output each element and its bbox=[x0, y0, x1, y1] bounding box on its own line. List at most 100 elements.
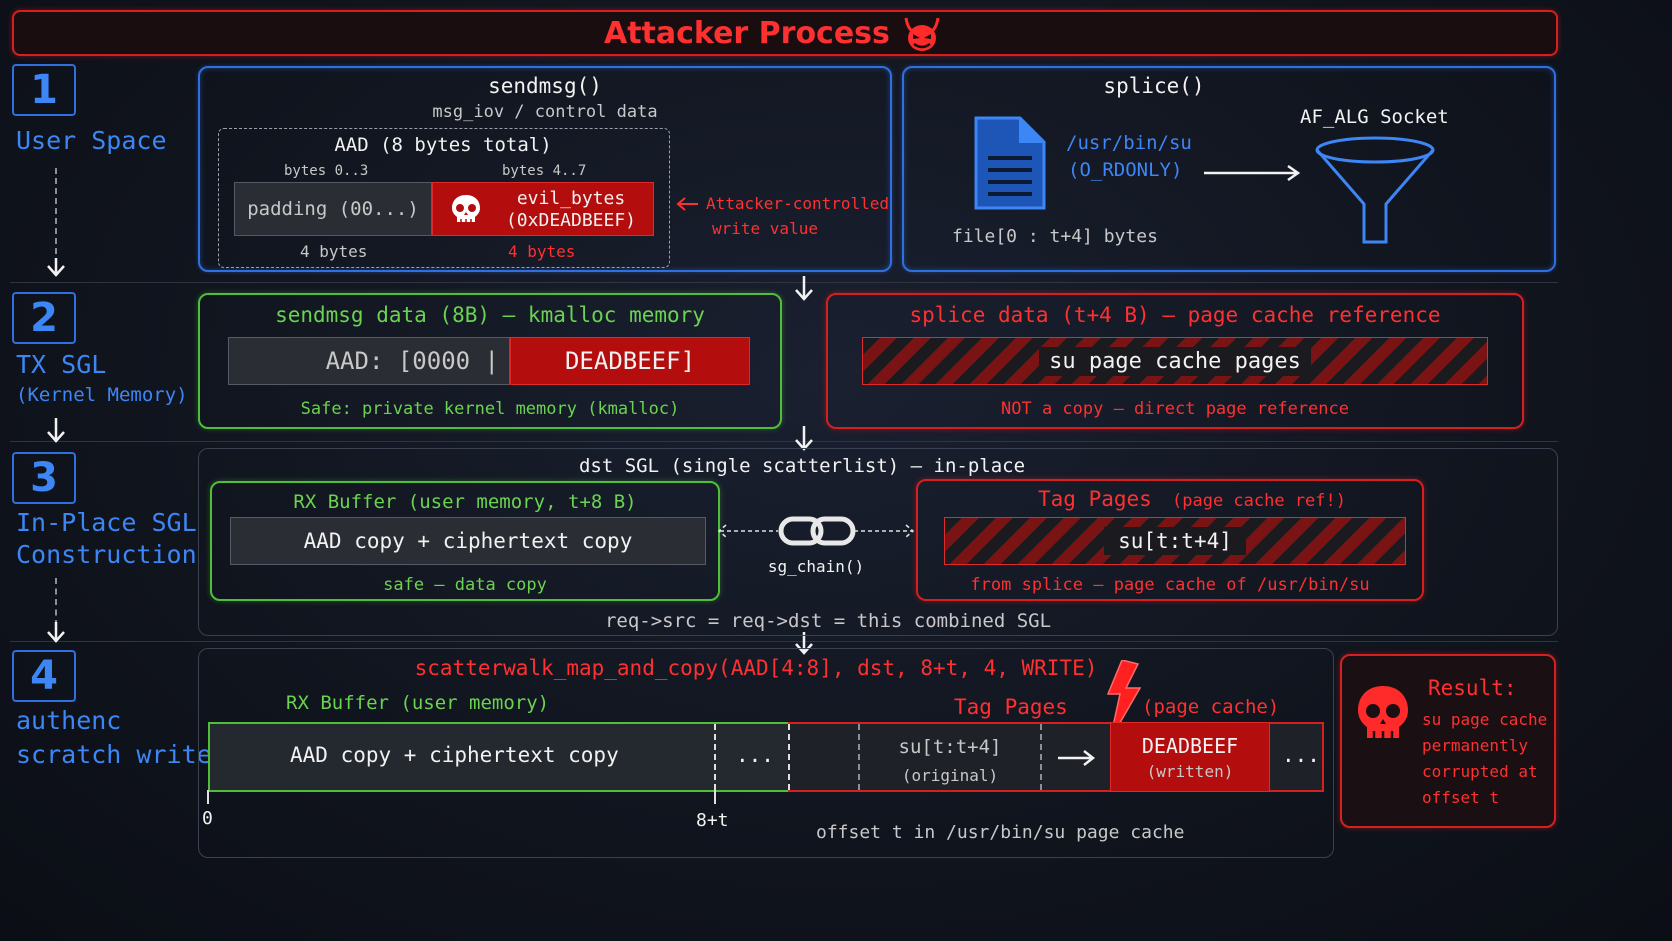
left-range-label: bytes 0..3 bbox=[284, 163, 369, 179]
sendmsg-data-panel: sendmsg data (8B) — kmalloc memory AAD: … bbox=[198, 293, 782, 429]
arrow-down-icon bbox=[795, 276, 813, 301]
rx-buffer-title: RX Buffer (user memory, t+8 B) bbox=[293, 491, 637, 513]
attacker-note-line2: write value bbox=[712, 219, 818, 238]
left-size-label: 4 bytes bbox=[300, 242, 368, 261]
sg-chain-label: sg_chain() bbox=[767, 557, 865, 576]
row-divider bbox=[10, 282, 1558, 283]
tick-0-label: 0 bbox=[202, 808, 213, 829]
arrow-down-icon bbox=[795, 426, 813, 451]
padding-label: padding (00...) bbox=[247, 198, 419, 220]
devil-icon bbox=[904, 17, 940, 51]
tag-pages-panel: Tag Pages (page cache ref!) su[t:t+4] fr… bbox=[916, 479, 1424, 601]
step-1-label: User Space bbox=[16, 126, 167, 155]
sendmsg-panel: sendmsg() msg_iov / control data AAD (8 … bbox=[198, 66, 892, 272]
sendmsg-data-title: sendmsg data (8B) — kmalloc memory bbox=[275, 303, 705, 327]
file-icon bbox=[974, 116, 1046, 210]
result-panel: Result: su page cache permanently corrup… bbox=[1340, 654, 1556, 828]
tick-0 bbox=[207, 790, 209, 804]
tick-8t bbox=[714, 790, 716, 804]
tag-pages-subtitle: (page cache ref!) bbox=[1172, 491, 1346, 511]
deadbeef-label: DEADBEEF] bbox=[564, 347, 696, 375]
lightning-icon bbox=[1106, 660, 1142, 741]
rx-buffer-panel: RX Buffer (user memory, t+8 B) AAD copy … bbox=[210, 481, 720, 601]
row-divider bbox=[10, 441, 1558, 442]
step-3-badge: 3 bbox=[12, 452, 76, 504]
arrow-down-icon bbox=[47, 418, 65, 443]
splice-data-panel: splice data (t+4 B) — page cache referen… bbox=[826, 293, 1524, 429]
scratch-write-panel bbox=[198, 648, 1334, 858]
row-divider bbox=[10, 641, 1558, 642]
splice-data-note: NOT a copy — direct page reference bbox=[1001, 399, 1349, 419]
funnel-icon bbox=[1315, 136, 1435, 244]
step-4-label-line2: scratch write bbox=[16, 740, 212, 769]
arrow-right-icon bbox=[1058, 750, 1096, 766]
step-connector bbox=[55, 168, 57, 264]
file-range: file[0 : t+4] bytes bbox=[952, 226, 1158, 247]
aad-zero-label: AAD: [0000 | bbox=[325, 347, 499, 375]
step-3-label-line1: In-Place SGL bbox=[16, 508, 197, 537]
step-2-sublabel: (Kernel Memory) bbox=[16, 384, 188, 406]
rx-buffer-bar-label: AAD copy + ciphertext copy bbox=[303, 529, 633, 553]
socket-label: AF_ALG Socket bbox=[1300, 106, 1449, 128]
file-path: /usr/bin/su bbox=[1066, 132, 1192, 154]
step-4-badge: 4 bbox=[12, 650, 76, 702]
aad-title: AAD (8 bytes total) bbox=[334, 134, 552, 156]
tag-pages-bar-label: su[t:t+4] bbox=[1104, 527, 1246, 555]
aad-zero-cell: AAD: [0000 | bbox=[228, 337, 510, 385]
step-2-badge: 2 bbox=[12, 292, 76, 344]
result-line-1: su page cache bbox=[1422, 710, 1548, 729]
step-3-label-line2: Construction bbox=[16, 540, 197, 569]
dst-sgl-panel: dst SGL (single scatterlist) — in-place bbox=[198, 448, 1558, 636]
sendmsg-data-note: Safe: private kernel memory (kmalloc) bbox=[300, 399, 680, 419]
rx-buffer-bar: AAD copy + ciphertext copy bbox=[230, 517, 706, 565]
segment-divider bbox=[788, 724, 790, 790]
segment-divider bbox=[714, 724, 716, 790]
aad-group bbox=[218, 128, 670, 268]
step-2-label: TX SGL bbox=[16, 350, 107, 379]
original-line2: (original) bbox=[901, 766, 999, 785]
evil-line1: evil_bytes bbox=[516, 188, 626, 209]
arrow-left-icon bbox=[676, 197, 698, 211]
padding-cell: padding (00...) bbox=[234, 182, 432, 236]
tag-pages-bar: su[t:t+4] bbox=[944, 517, 1406, 565]
deadbeef-cell: DEADBEEF] bbox=[510, 337, 750, 385]
sendmsg-title: sendmsg() bbox=[488, 74, 602, 98]
arrow-down-icon bbox=[47, 258, 65, 277]
result-line-3: corrupted at bbox=[1422, 762, 1538, 781]
splice-panel: splice() /usr/bin/su (O_RDONLY) file[0 :… bbox=[902, 66, 1556, 272]
ellipsis-1: ... bbox=[736, 743, 774, 767]
evil-line2: (0xDEADBEEF) bbox=[505, 210, 637, 231]
segment-divider bbox=[858, 724, 860, 790]
ellipsis-2: ... bbox=[1282, 743, 1320, 767]
sendmsg-subtitle: msg_iov / control data bbox=[432, 102, 658, 122]
tag-pages-sublabel: (page cache) bbox=[1142, 696, 1280, 718]
splice-title: splice() bbox=[1103, 74, 1205, 98]
tag-pages-label: Tag Pages bbox=[954, 695, 1068, 719]
rx-buffer-note: safe — data copy bbox=[383, 575, 547, 595]
written-label: (written) bbox=[1146, 761, 1234, 781]
chain-link-icon bbox=[778, 516, 856, 546]
rx-strip-label: AAD copy + ciphertext copy bbox=[290, 743, 619, 767]
rx-buffer-label: RX Buffer (user memory) bbox=[286, 692, 550, 714]
right-size-label: 4 bytes bbox=[508, 242, 576, 261]
segment-divider bbox=[1040, 724, 1042, 790]
step-4-label-line1: authenc bbox=[16, 706, 122, 735]
file-mode: (O_RDONLY) bbox=[1068, 159, 1183, 181]
deadbeef-written-label: DEADBEEF bbox=[1141, 733, 1239, 758]
tag-pages-title: Tag Pages bbox=[1038, 487, 1152, 511]
dst-sgl-title: dst SGL (single scatterlist) — in-place bbox=[578, 455, 1026, 477]
arrow-right-icon bbox=[1204, 164, 1301, 182]
tick-8t-label: 8+t bbox=[696, 810, 729, 831]
skull-icon bbox=[452, 195, 480, 222]
right-range-label: bytes 4..7 bbox=[502, 163, 587, 179]
combined-sgl-note: req->src = req->dst = this combined SGL bbox=[604, 610, 1052, 632]
chain-link-arrows bbox=[717, 524, 915, 538]
header-banner: Attacker Process bbox=[12, 10, 1558, 56]
original-line1: su[t:t+4] bbox=[898, 736, 1002, 758]
evil-bytes-cell: evil_bytes (0xDEADBEEF) bbox=[432, 182, 654, 236]
deadbeef-written-cell: DEADBEEF (written) bbox=[1110, 722, 1270, 792]
skull-icon bbox=[1358, 686, 1408, 740]
header-title: Attacker Process bbox=[604, 16, 890, 51]
offset-note: offset t in /usr/bin/su page cache bbox=[816, 822, 1185, 843]
page-cache-bar-label: su page cache pages bbox=[1039, 346, 1311, 376]
